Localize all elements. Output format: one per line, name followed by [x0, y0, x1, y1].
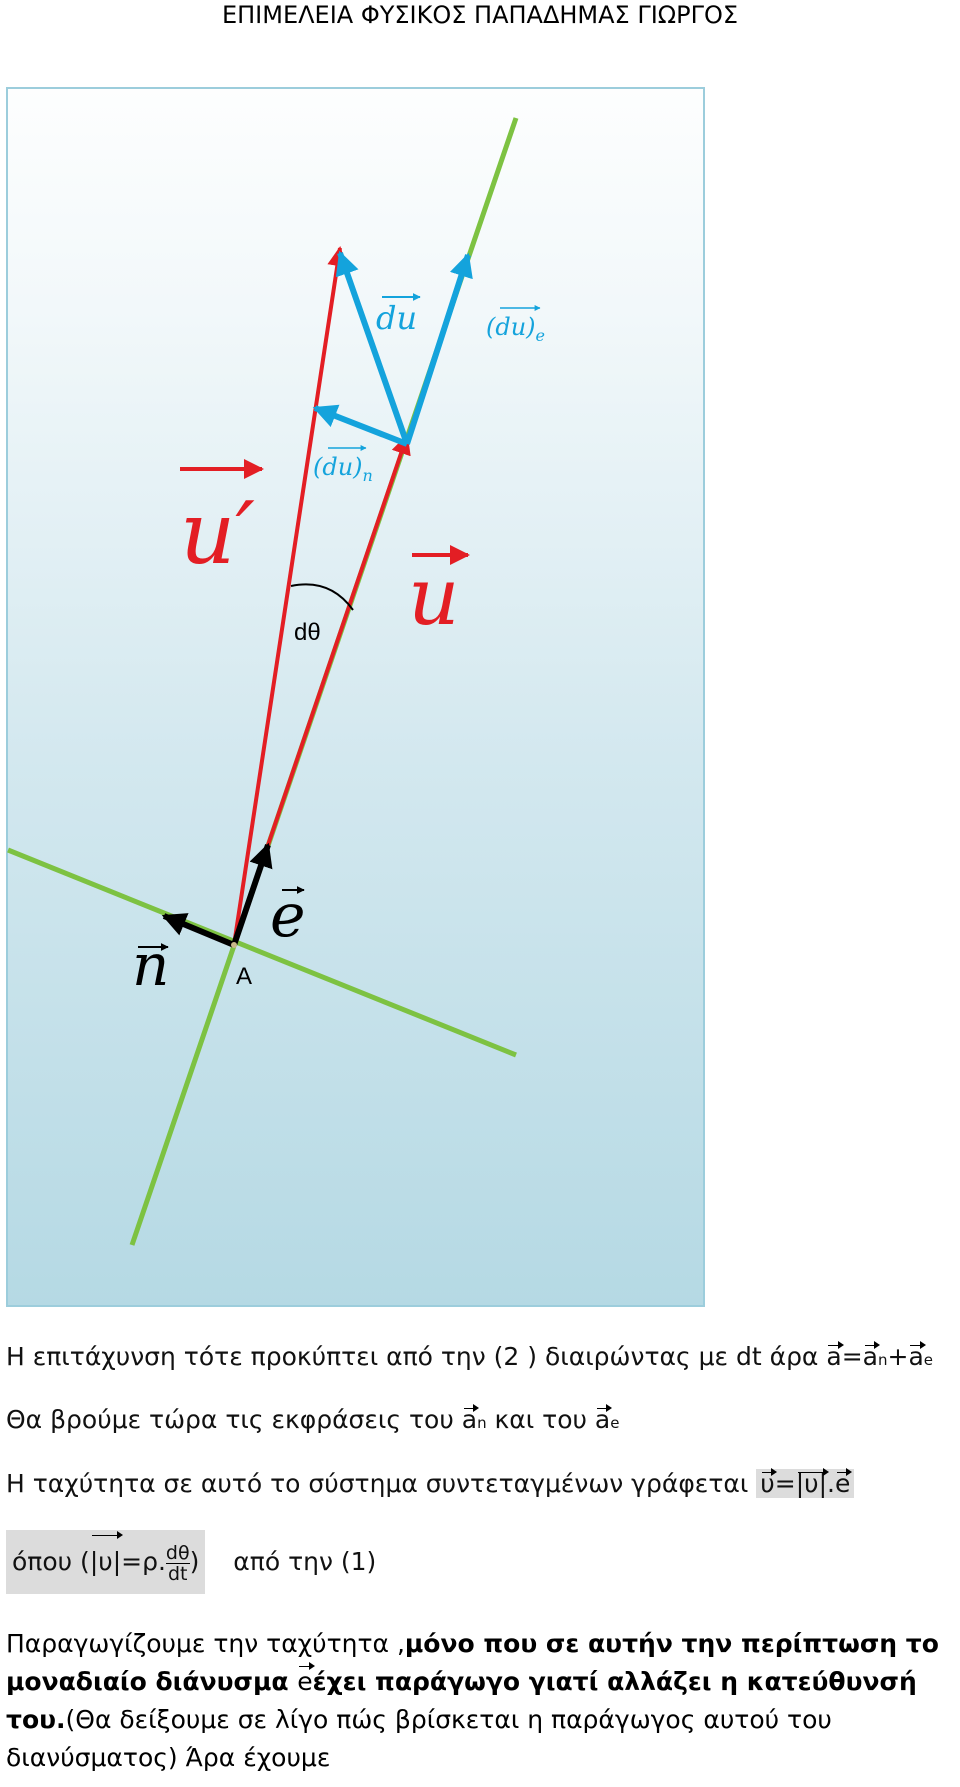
- line2-mid-text: και του: [486, 1405, 595, 1434]
- equals-sign: =: [841, 1342, 863, 1371]
- author-header: ΕΠΙΜΕΛΕΙΑ ΦΥΣΙΚΟΣ ΠΑΠΑΔΗΜΑΣ ΓΙΩΡΓΟΣ: [221, 1, 739, 29]
- dtheta-label: dθ: [294, 619, 321, 646]
- line3-text: Η ταχύτητα σε αυτό το σύστημα συντεταγμέ…: [6, 1469, 757, 1498]
- du-arrow: [335, 250, 410, 445]
- line1-text: Η επιτάχυνση τότε προκύπτει από την (2 )…: [6, 1342, 827, 1371]
- line4-suffix: από την (1): [233, 1547, 377, 1576]
- velocity-u-prime-arrow: [232, 246, 348, 946]
- text-line-velocity: Η ταχύτητα σε αυτό το σύστημα συντεταγμέ…: [6, 1468, 855, 1498]
- vector-e: e: [297, 1662, 316, 1701]
- vector-a-e: a: [908, 1341, 927, 1371]
- subscript-e: e: [610, 1414, 620, 1432]
- u-label: u: [408, 550, 460, 643]
- fraction-numerator: dθ: [165, 1541, 190, 1564]
- line2-text: Θα βρούμε τώρα τις εκφράσεις του: [6, 1405, 462, 1434]
- e-label: e: [270, 881, 306, 951]
- equals-sign: =: [774, 1469, 796, 1498]
- velocity-diagram: u′ u du (du)e (du)n dθ e n A: [6, 87, 705, 1307]
- close-paren: ): [189, 1547, 200, 1576]
- du-e-label: (du)e: [486, 313, 545, 345]
- normal-line: [7, 847, 517, 1058]
- du-n-arrow: [312, 404, 409, 447]
- vector-a-n: a: [461, 1404, 480, 1434]
- vector-u: υ: [760, 1468, 778, 1498]
- text-line-acceleration: Η επιτάχυνση τότε προκύπτει από την (2 )…: [6, 1341, 934, 1371]
- dot-sign: .: [827, 1469, 835, 1498]
- plus-sign: +: [887, 1342, 909, 1371]
- subscript-n: n: [877, 1351, 888, 1369]
- vector-a-e: a: [594, 1404, 613, 1434]
- paragraph-text-1: Παραγωγίζουμε την ταχύτητα ,: [6, 1629, 405, 1658]
- vector-a-n: a: [862, 1341, 881, 1371]
- paragraph-bold-1: μόνο που σε αυτήν την περίπτωση το μοναδ…: [6, 1629, 939, 1696]
- du-label: du: [376, 299, 417, 337]
- vector-a: a: [826, 1341, 845, 1371]
- u-prime-label: u′: [180, 484, 255, 584]
- subscript-n: n: [477, 1414, 487, 1432]
- du-n-label: (du)n: [313, 453, 373, 485]
- line4-prefix: όπου (: [12, 1547, 90, 1576]
- n-label: n: [132, 931, 169, 999]
- paragraph-derivative: Παραγωγίζουμε την ταχύτητα ,μόνο που σε …: [6, 1625, 956, 1777]
- velocity-formula: υ=|υ|.e: [756, 1468, 855, 1498]
- point-a-label: A: [236, 963, 252, 990]
- subscript-e: e: [923, 1351, 934, 1369]
- vector-e: e: [834, 1468, 853, 1498]
- equals-rho: =ρ.: [121, 1547, 166, 1576]
- paragraph-text-2: (Θα δείξουμε σε λίγο πώς βρίσκεται η παρ…: [6, 1705, 832, 1772]
- abs-vector-u: |υ|: [90, 1531, 124, 1592]
- fraction-denominator: dt: [165, 1562, 190, 1584]
- unit-e-arrow: [231, 842, 273, 946]
- angle-arc: [290, 583, 354, 611]
- du-e-arrow: [404, 252, 473, 445]
- abs-vector-u: |υ|: [795, 1468, 830, 1498]
- paragraph-bold-2: έχει παράγωγο γιατί αλλάζει η κατεύθυνσή…: [6, 1667, 917, 1734]
- diagram-background: [6, 87, 705, 1307]
- point-a: [231, 942, 237, 948]
- unit-n-arrow: [161, 913, 236, 948]
- text-line-expressions: Θα βρούμε τώρα τις εκφράσεις του an και …: [6, 1404, 620, 1434]
